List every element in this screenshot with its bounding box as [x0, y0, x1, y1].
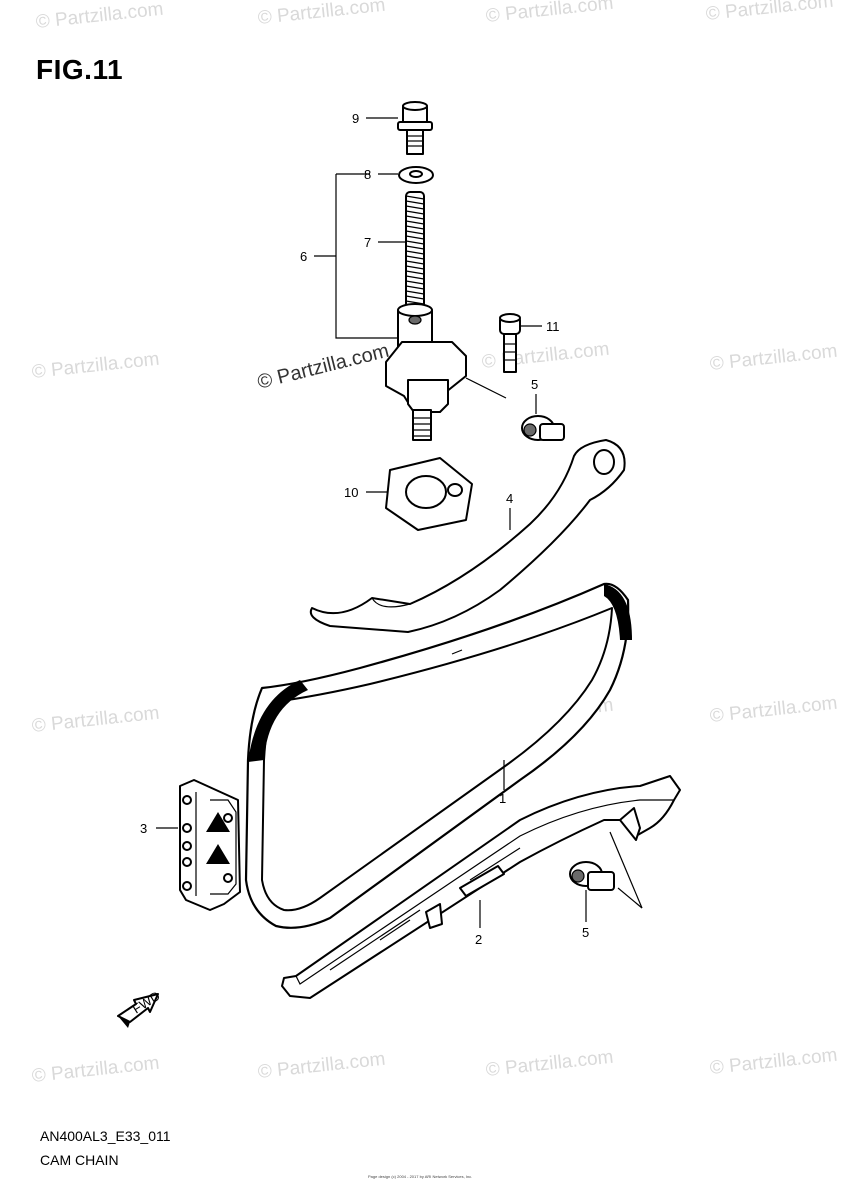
- callout-4: 4: [506, 491, 513, 506]
- callout-8: 8: [364, 167, 371, 182]
- figure-name: CAM CHAIN: [40, 1152, 119, 1168]
- chain-guide-no1-part[interactable]: [309, 439, 626, 633]
- bolt-part[interactable]: [397, 101, 433, 155]
- callout-10: 10: [344, 485, 358, 500]
- callout-11: 11: [546, 319, 560, 334]
- figure-title: FIG.11: [36, 54, 124, 85]
- callout-7: 7: [364, 235, 371, 250]
- guide-bolt-upper-part[interactable]: [521, 415, 565, 441]
- chain-guide-no2-part[interactable]: [281, 775, 681, 999]
- spring-part[interactable]: [405, 191, 425, 309]
- figure-code: AN400AL3_E33_011: [40, 1128, 171, 1144]
- callout-5-lower: 5: [582, 925, 589, 940]
- callout-5-upper: 5: [531, 377, 538, 392]
- callout-2: 2: [475, 932, 482, 947]
- bolt-small-part[interactable]: [465, 313, 521, 399]
- callout-3: 3: [140, 821, 147, 836]
- leader-lines: [156, 117, 587, 928]
- tensioner-assy-part[interactable]: [385, 303, 467, 441]
- guide-bolt-lower-part[interactable]: [569, 831, 643, 909]
- washer-part[interactable]: [398, 166, 434, 184]
- callout-numbers: 9 8 7 6 11 5 10 4 3 1 2 5: [140, 111, 589, 947]
- callout-6: 6: [300, 249, 307, 264]
- cam-chain-part[interactable]: [244, 582, 632, 929]
- callout-1: 1: [499, 791, 506, 806]
- chain-guide-no3-part[interactable]: [179, 779, 241, 911]
- fwd-label: FWD: [130, 988, 163, 1016]
- fine-print: Page design (c) 2004 - 2017 by ARI Netwo…: [368, 1174, 473, 1179]
- gasket-part[interactable]: [385, 457, 473, 531]
- callout-9: 9: [352, 111, 359, 126]
- fwd-arrow-icon: FWD: [117, 988, 163, 1028]
